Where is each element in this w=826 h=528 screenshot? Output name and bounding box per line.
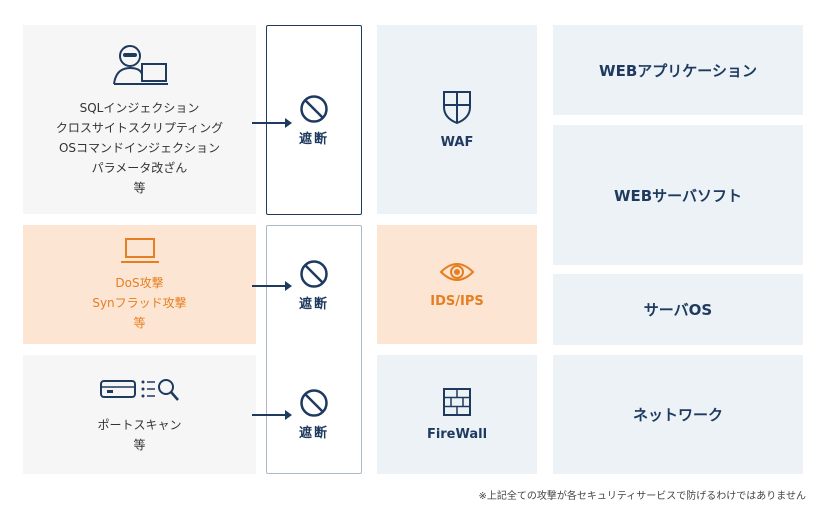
block-column-lower: [266, 225, 362, 474]
attack-line: ポートスキャン: [97, 417, 182, 432]
attack-line: OSコマンドインジェクション: [58, 140, 221, 155]
attack-line: SQLインジェクション: [79, 100, 200, 115]
defense-label: IDS/IPS: [430, 294, 484, 309]
attack-box-dos: DoS攻撃 Synフラッド攻撃 等: [23, 225, 256, 344]
block-label: 遮断: [298, 426, 329, 441]
block-label: 遮断: [298, 297, 329, 312]
attack-box-web: SQLインジェクション クロスサイトスクリプティング OSコマンドインジェクショ…: [23, 25, 256, 214]
attack-line: Synフラッド攻撃: [92, 295, 187, 310]
layer-label: ネットワーク: [632, 406, 723, 424]
layer-label: サーバOS: [643, 301, 713, 319]
prohibited-icon: [299, 94, 329, 124]
prohibited-icon: [299, 388, 329, 418]
block-column-waf: [266, 25, 362, 215]
defense-label: WAF: [440, 135, 474, 150]
eye-icon: [439, 260, 475, 284]
footnote: ※上記全ての攻撃が各セキュリティサービスで防げるわけではありません: [478, 491, 806, 502]
firewall-icon: [442, 387, 472, 417]
defense-label: FireWall: [426, 427, 488, 442]
attack-line: クロスサイトスクリプティング: [55, 120, 224, 135]
layer-web-application: WEBアプリケーション: [553, 25, 803, 115]
attack-line: DoS攻撃: [115, 275, 164, 290]
arrow: [252, 281, 292, 291]
arrow: [252, 410, 292, 420]
layer-network: ネットワーク: [553, 355, 803, 474]
defense-box-waf: WAF: [377, 25, 537, 214]
arrow: [252, 118, 292, 128]
attack-line: 等: [133, 437, 146, 452]
layer-label: WEBサーバソフト: [613, 186, 743, 205]
attack-line: 等: [133, 180, 146, 195]
layer-label: WEBアプリケーション: [599, 61, 757, 80]
defense-box-ids-ips: IDS/IPS: [377, 225, 537, 344]
block-item: 遮断: [267, 94, 361, 147]
hacker-laptop-icon: [110, 42, 170, 88]
attack-line: パラメータ改ざん: [91, 160, 188, 175]
layer-web-server-software: WEBサーバソフト: [553, 125, 803, 265]
block-label: 遮断: [298, 132, 329, 147]
laptop-icon: [120, 237, 160, 265]
block-item: 遮断: [267, 259, 361, 312]
server-scan-icon: [99, 375, 181, 403]
attack-box-portscan: ポートスキャン 等: [23, 355, 256, 474]
attack-line: 等: [133, 315, 146, 330]
layer-server-os: サーバOS: [553, 274, 803, 345]
defense-box-firewall: FireWall: [377, 355, 537, 474]
prohibited-icon: [299, 259, 329, 289]
shield-icon: [441, 89, 473, 125]
block-item: 遮断: [267, 388, 361, 441]
